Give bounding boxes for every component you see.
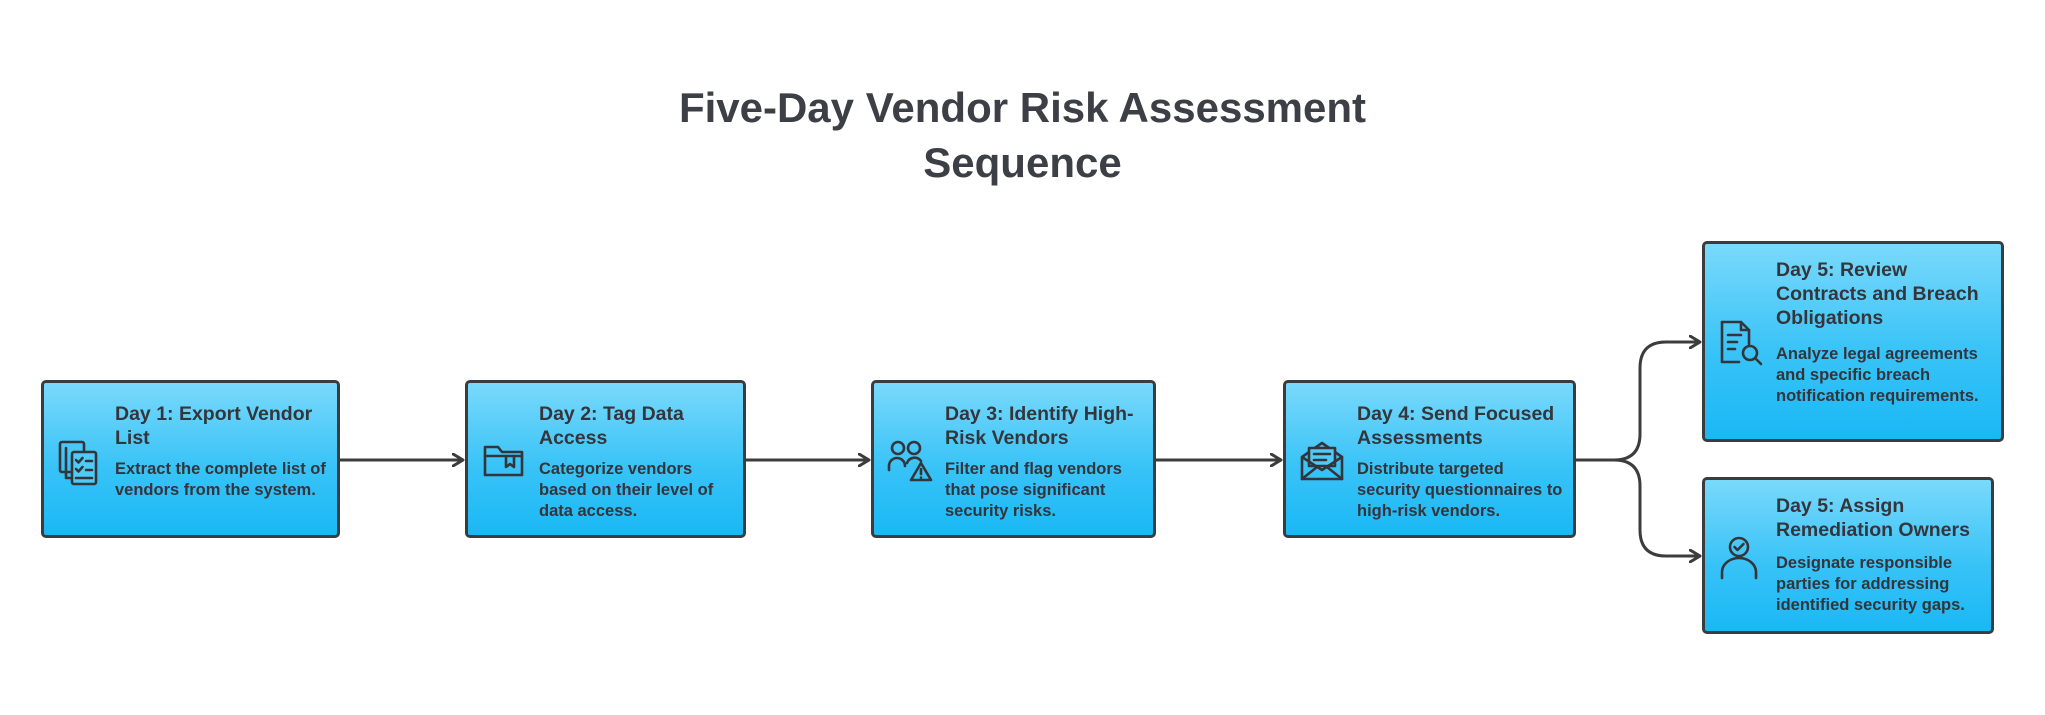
step-title: Day 3: Identify High-Risk Vendors xyxy=(945,403,1134,449)
step-description: Analyze legal agreements and specific br… xyxy=(1776,345,1979,405)
diagram-title: Five-Day Vendor Risk Assessment Sequence xyxy=(0,80,2045,190)
step-title: Day 4: Send Focused Assessments xyxy=(1357,403,1555,449)
step-card-day-3: Day 3: Identify High-Risk Vendors Filter… xyxy=(871,380,1156,538)
user-check-icon xyxy=(1719,534,1763,582)
document-search-icon xyxy=(1719,320,1763,368)
step-description: Filter and flag vendors that pose signif… xyxy=(945,460,1122,520)
step-description: Designate responsible parties for addres… xyxy=(1776,554,1965,614)
step-card-day-5-review: Day 5: Review Contracts and Breach Oblig… xyxy=(1702,241,2004,442)
diagram-title-line-2: Sequence xyxy=(923,139,1122,186)
step-card-day-5-assign: Day 5: Assign Remediation Owners Designa… xyxy=(1702,477,1994,634)
arrow-day4-to-day5-review xyxy=(1576,342,1700,462)
users-warning-icon xyxy=(887,435,933,483)
step-card-day-1: Day 1: Export Vendor List Extract the co… xyxy=(41,380,340,538)
folder-icon xyxy=(482,435,526,483)
step-title: Day 1: Export Vendor List xyxy=(115,403,313,449)
step-title: Day 2: Tag Data Access xyxy=(539,403,684,449)
step-title: Day 5: Review Contracts and Breach Oblig… xyxy=(1776,259,1979,329)
arrow-day4-to-day5-assign xyxy=(1613,458,1700,556)
step-card-day-4: Day 4: Send Focused Assessments Distribu… xyxy=(1283,380,1576,538)
step-card-day-2: Day 2: Tag Data Access Categorize vendor… xyxy=(465,380,746,538)
step-title: Day 5: Assign Remediation Owners xyxy=(1776,495,1970,541)
stacked-checklist-icon xyxy=(58,438,102,486)
step-description: Extract the complete list of vendors fro… xyxy=(115,460,326,499)
step-description: Distribute targeted security questionnai… xyxy=(1357,460,1563,520)
diagram-title-line-1: Five-Day Vendor Risk Assessment xyxy=(678,84,1367,131)
envelope-letter-icon xyxy=(1300,437,1344,485)
step-description: Categorize vendors based on their level … xyxy=(539,460,714,520)
